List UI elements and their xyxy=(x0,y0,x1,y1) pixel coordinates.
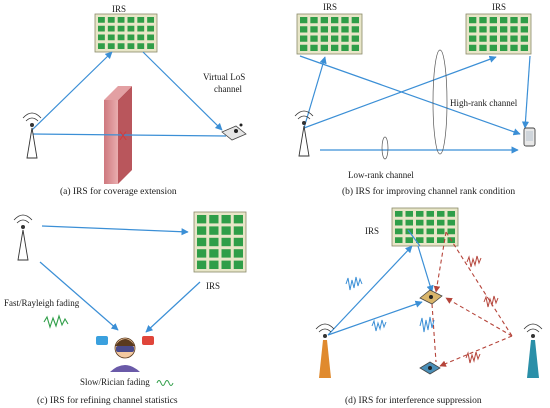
caption-b: (b) IRS for improving channel rank condi… xyxy=(342,186,515,197)
interference-ray xyxy=(431,303,437,363)
signal-wave-icon xyxy=(43,314,69,329)
ray xyxy=(407,229,421,247)
interference-ray xyxy=(433,231,447,293)
phone-icon xyxy=(523,127,536,147)
ray xyxy=(303,56,327,129)
panel-c: IRS Fast/Rayleigh fading Slow/Rician fad… xyxy=(4,211,247,406)
ray xyxy=(299,55,521,136)
irs-panel-icon xyxy=(465,13,532,55)
ray xyxy=(145,281,201,333)
user-device-icon xyxy=(419,289,443,305)
signal-wave-icon xyxy=(371,319,387,332)
ray-bs-to-irs xyxy=(31,51,113,131)
panel-b: IRS IRS High-rank channel Low-rank chann… xyxy=(294,2,536,197)
low-rank-ellipse xyxy=(381,136,389,160)
vr-user-icon xyxy=(96,336,154,372)
irs-panel-icon xyxy=(94,13,158,53)
irs-label: IRS xyxy=(112,4,126,14)
base-station-icon xyxy=(294,110,314,157)
ray-irs-to-user xyxy=(142,51,223,131)
interference-ray xyxy=(439,335,513,367)
low-rank-label: Low-rank channel xyxy=(348,170,414,180)
base-station-icon xyxy=(13,214,33,261)
slow-fading-label: Slow/Rician fading xyxy=(80,377,150,387)
ray-direct-blocked xyxy=(31,133,227,137)
irs-label-c: IRS xyxy=(206,281,220,291)
interference-ray xyxy=(445,297,513,337)
virtual-los-label: Virtual LoS xyxy=(203,72,245,82)
panel-a: IRS X Virtual LoS channel (a) IRS for co… xyxy=(22,4,247,197)
irs-panel-icon xyxy=(296,13,363,55)
signal-wave-icon xyxy=(345,276,363,291)
signal-wave-icon xyxy=(419,316,435,333)
ray xyxy=(327,245,413,336)
ray xyxy=(41,225,189,236)
ray xyxy=(327,300,423,336)
user-device-icon xyxy=(419,361,441,375)
signal-wave-icon xyxy=(466,255,482,268)
virtual-los-label-2: channel xyxy=(214,84,242,94)
ray xyxy=(303,55,497,129)
high-rank-ellipse xyxy=(432,49,448,155)
caption-a: (a) IRS for coverage extension xyxy=(60,186,177,197)
irs-right-label: IRS xyxy=(492,2,506,12)
caption-d: (d) IRS for interference suppression xyxy=(345,395,482,406)
user-device-icon xyxy=(221,123,247,141)
fast-fading-label: Fast/Rayleigh fading xyxy=(4,298,80,308)
base-station-icon xyxy=(315,323,335,378)
base-station-icon xyxy=(22,112,42,159)
signal-wave-icon xyxy=(465,351,481,364)
irs-left-label: IRS xyxy=(323,2,337,12)
ray xyxy=(417,245,434,293)
irs-label-d: IRS xyxy=(365,226,379,236)
irs-panel-icon xyxy=(193,211,247,273)
ray xyxy=(521,55,531,129)
panel-d: IRS xyxy=(315,207,543,406)
signal-wave-icon xyxy=(483,295,499,308)
signal-wave-icon xyxy=(156,380,174,386)
ray xyxy=(39,261,119,331)
blocked-mark: X xyxy=(119,129,127,143)
irs-panel-icon xyxy=(391,207,459,247)
high-rank-label: High-rank channel xyxy=(450,98,518,108)
base-station-icon xyxy=(523,323,543,378)
interference-ray xyxy=(445,231,513,337)
caption-c: (c) IRS for refining channel statistics xyxy=(37,395,178,406)
